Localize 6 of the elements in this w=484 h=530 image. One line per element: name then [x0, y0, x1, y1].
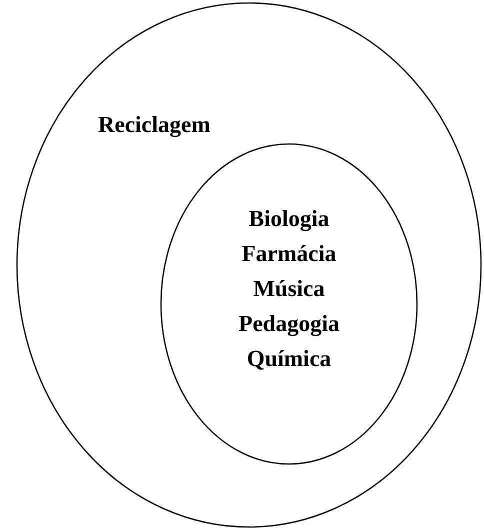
- set-member-label: Música: [253, 275, 325, 303]
- set-label: Reciclagem: [98, 111, 210, 140]
- set-member-label: Biologia: [248, 205, 330, 234]
- set-member-label: Pedagogia: [238, 310, 340, 338]
- set-member-label: Farmácia: [242, 240, 336, 268]
- set-member-label: Química: [246, 345, 332, 373]
